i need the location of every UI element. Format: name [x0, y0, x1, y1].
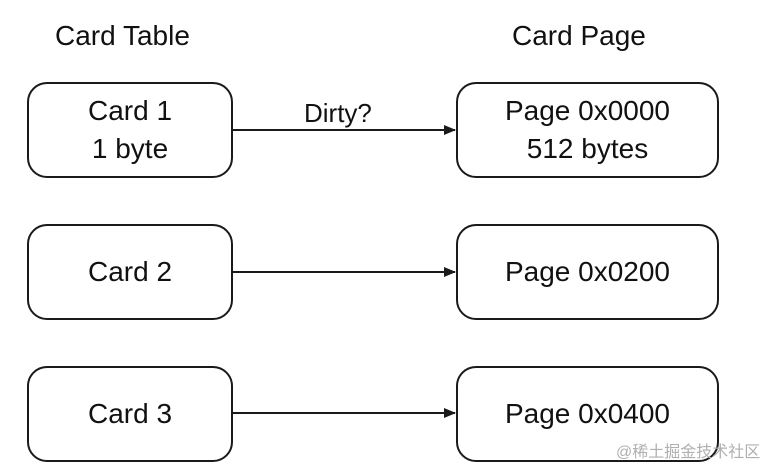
watermark: @稀土掘金技术社区 [616, 444, 761, 461]
page-0000-address: Page 0x0000 [504, 95, 671, 126]
page-0200-node: Page 0x0200 [456, 224, 719, 320]
page-0400-address: Page 0x0400 [504, 398, 671, 429]
edge-label-dirty: Dirty? [304, 98, 372, 128]
card-3-name: Card 3 [87, 398, 173, 429]
card-page-heading: Card Page [512, 20, 646, 51]
page-0000-node: Page 0x0000 512 bytes [456, 82, 719, 178]
card-table-heading: Card Table [55, 20, 190, 51]
card-1-node: Card 1 1 byte [27, 82, 233, 178]
card-2-node: Card 2 [27, 224, 233, 320]
card-3-node: Card 3 [27, 366, 233, 462]
card-2-name: Card 2 [87, 256, 173, 287]
card-1-name: Card 1 [87, 95, 173, 126]
page-0200-address: Page 0x0200 [504, 256, 671, 287]
page-0000-size: 512 bytes [526, 133, 649, 164]
card-1-size: 1 byte [91, 133, 169, 164]
page-0400-node: Page 0x0400 [456, 366, 719, 462]
